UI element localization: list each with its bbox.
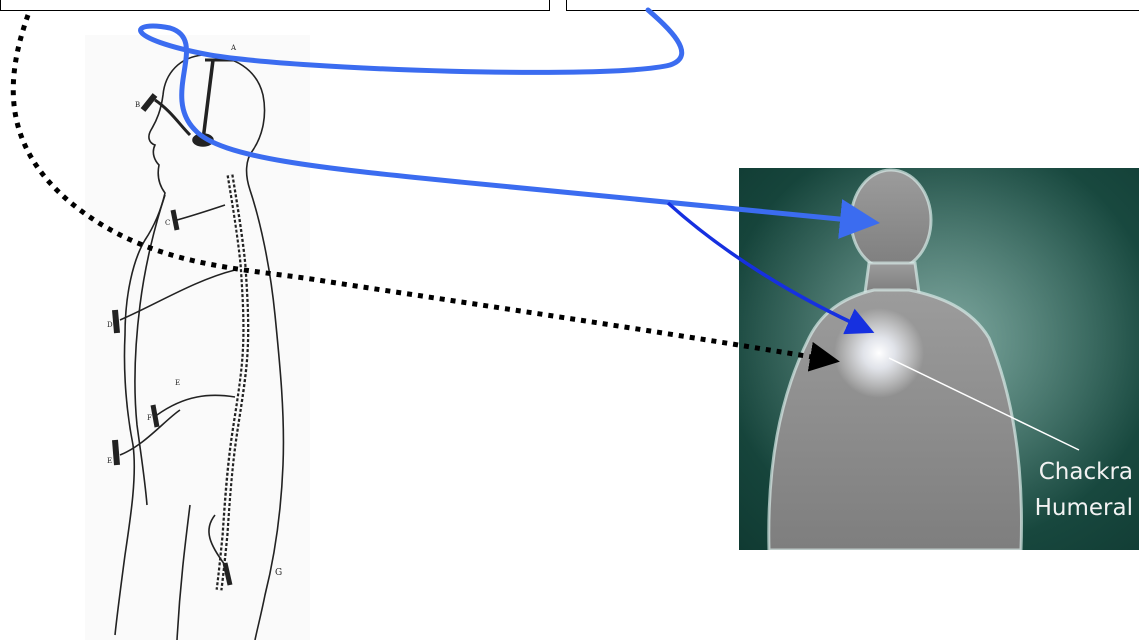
figure-letter-f: F bbox=[147, 414, 152, 422]
receiver-d bbox=[115, 310, 117, 333]
humeral-chakra-glow bbox=[834, 308, 924, 398]
body-outline-front bbox=[115, 55, 203, 635]
receiver-f bbox=[153, 405, 157, 427]
arm-outline bbox=[135, 195, 165, 505]
crown-dot bbox=[193, 134, 213, 146]
nerve-c bbox=[177, 205, 225, 220]
figure-letter-e-lower: E bbox=[107, 457, 112, 465]
anatomy-sideview-drawing: A B C D E F E G bbox=[85, 35, 310, 640]
figure-letter-c: C bbox=[165, 219, 170, 227]
figure-letter-b: B bbox=[135, 101, 140, 109]
leg-outline bbox=[177, 505, 190, 640]
chakra-photo-panel: Chackra Humeral bbox=[739, 168, 1139, 550]
figure-letter-d: D bbox=[107, 321, 113, 329]
chakra-label-line2: Humeral bbox=[1035, 497, 1133, 520]
nerve-d bbox=[120, 270, 235, 320]
receiver-e bbox=[115, 440, 117, 465]
figure-letter-g: G bbox=[275, 568, 282, 578]
chakra-label-line1: Chackra bbox=[1039, 461, 1133, 484]
brow-ray bbox=[155, 100, 190, 135]
receiver-g bbox=[225, 563, 230, 585]
figure-letter-a: A bbox=[230, 44, 237, 52]
top-left-frame bbox=[0, 0, 550, 11]
glowing-torso-figure bbox=[739, 168, 1139, 550]
anatomy-sketch: A B C D E F E G bbox=[85, 35, 310, 640]
crown-stem bbox=[203, 60, 213, 140]
top-right-frame bbox=[566, 0, 1139, 11]
body-outline-back bbox=[203, 55, 283, 640]
brow-lens bbox=[143, 95, 155, 110]
nerve-f bbox=[157, 395, 235, 415]
figure-letter-e-upper: E bbox=[175, 379, 180, 387]
receiver-c bbox=[173, 210, 177, 230]
